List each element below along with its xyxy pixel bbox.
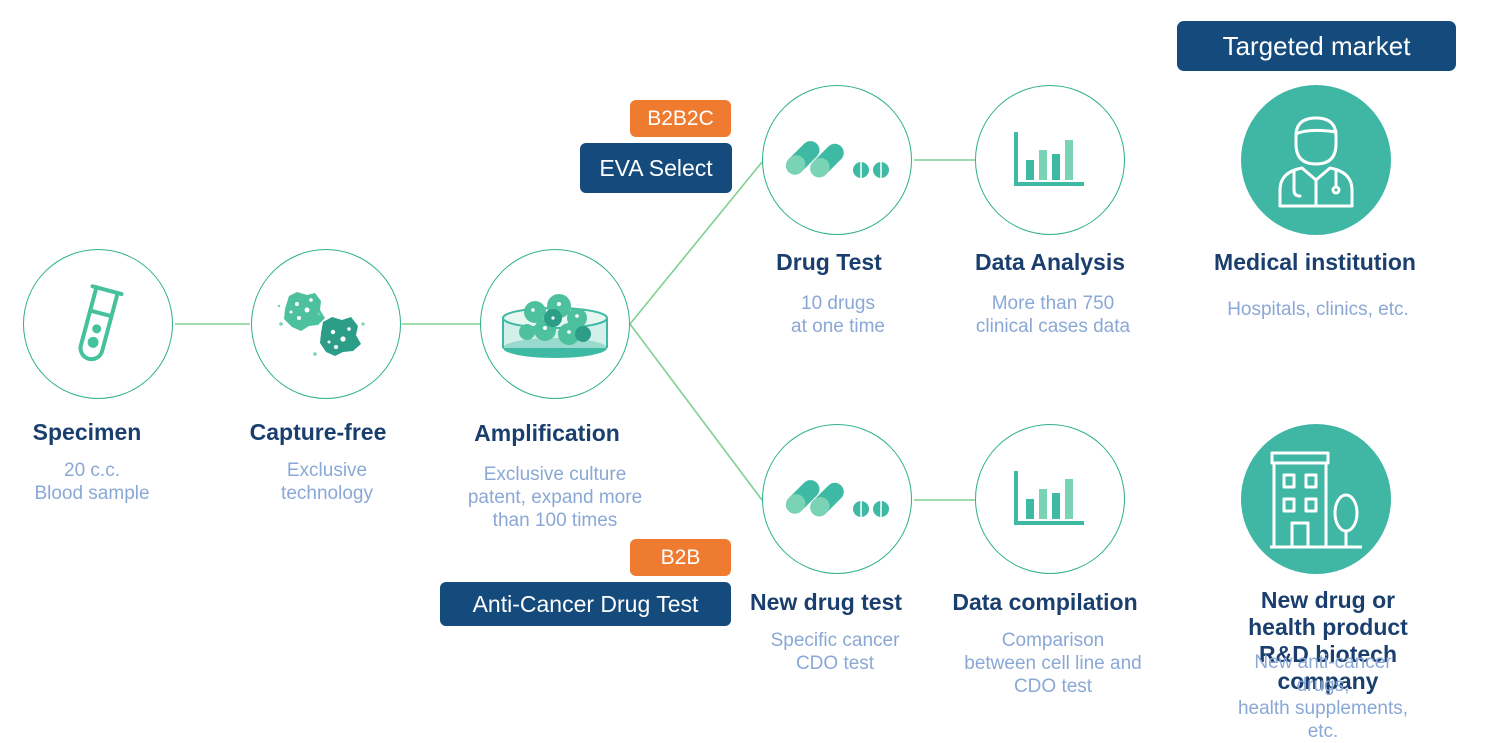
pills-icon	[785, 141, 889, 178]
data-compilation-node	[975, 424, 1125, 574]
connector-lines	[175, 159, 975, 501]
capture-free-desc: Exclusive technology	[281, 460, 373, 504]
bar-chart-icon	[1014, 132, 1084, 186]
amplification-title: Amplification	[474, 420, 620, 446]
drug-test-node	[762, 85, 912, 235]
b2b-tag: B2B	[630, 539, 731, 576]
drug-test-desc: 10 drugs at one time	[791, 293, 885, 337]
test-tube-icon	[78, 284, 124, 362]
drug-test-title: Drug Test	[776, 249, 882, 275]
specimen-title: Specimen	[32, 419, 142, 445]
workflow-diagram: Targeted market B2B2C EVA Select B2B Ant…	[23, 21, 1456, 742]
targeted-market-header: Targeted market	[1177, 21, 1456, 71]
capture-free-node	[251, 249, 401, 399]
cells-icon	[277, 292, 365, 356]
amplification-desc: Exclusive culture patent, expand more th…	[467, 464, 643, 531]
specimen-node	[23, 249, 173, 399]
specimen-desc: 20 c.c. Blood sample	[34, 460, 150, 504]
medical-institution-desc: Hospitals, clinics, etc.	[1227, 299, 1409, 320]
data-analysis-desc: More than 750 clinical cases data	[975, 293, 1131, 337]
new-drug-test-desc: Specific cancer CDO test	[770, 630, 900, 674]
biotech-company-node	[1241, 424, 1391, 574]
building-icon	[1270, 451, 1362, 549]
anti-cancer-drug-test-tag: Anti-Cancer Drug Test	[440, 582, 731, 626]
biotech-company-title: New drug or health product R&D biotech c…	[1248, 587, 1408, 694]
doctor-icon	[1278, 116, 1354, 208]
petri-dish-icon	[502, 294, 608, 358]
data-compilation-title: Data compilation	[952, 589, 1138, 615]
medical-institution-title: Medical institution	[1214, 249, 1416, 275]
bar-chart-icon	[1014, 471, 1084, 525]
connector-amplification-newdrugtest	[629, 323, 763, 501]
new-drug-test-title: New drug test	[749, 589, 903, 615]
eva-select-tag: EVA Select	[580, 143, 732, 193]
pills-icon	[785, 480, 889, 517]
capture-free-title: Capture-free	[249, 419, 387, 445]
biotech-company-desc: New anti-cancer drugs, health supplement…	[1237, 652, 1409, 742]
amplification-node	[480, 249, 630, 399]
medical-institution-node	[1241, 85, 1391, 235]
data-compilation-desc: Comparison between cell line and CDO tes…	[964, 630, 1142, 697]
data-analysis-node	[975, 85, 1125, 235]
new-drug-test-node	[762, 424, 912, 574]
b2b2c-tag: B2B2C	[630, 100, 731, 137]
data-analysis-title: Data Analysis	[975, 249, 1125, 275]
connector-amplification-drugtest	[629, 161, 763, 325]
